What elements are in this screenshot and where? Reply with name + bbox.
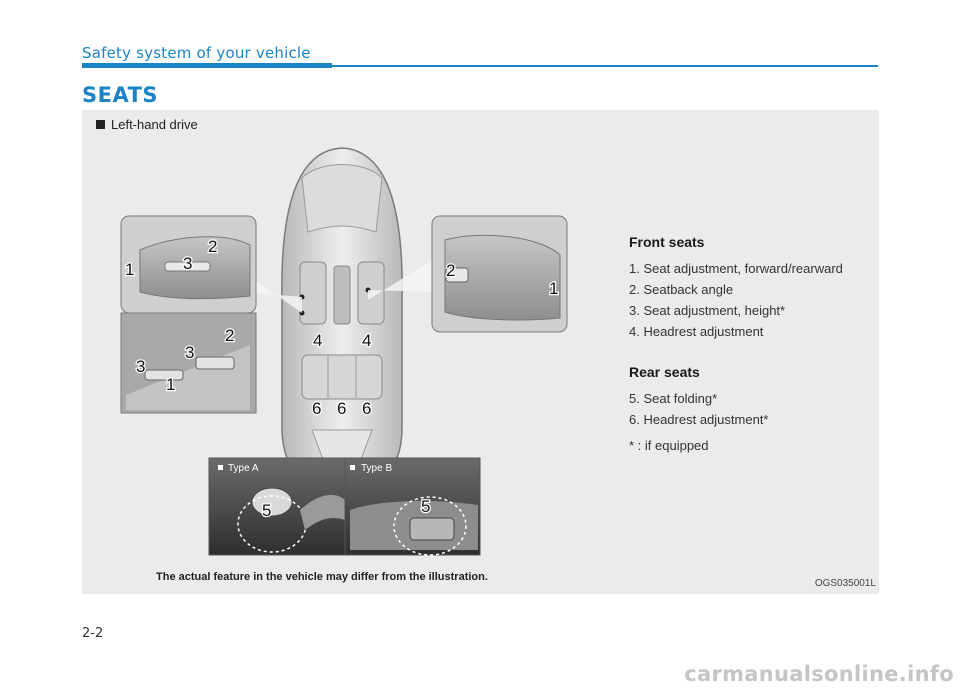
front-seats-item: 2. Seatback angle (629, 282, 734, 297)
seat-legend: Front seats 1. Seat adjustment, forward/… (629, 234, 869, 453)
drive-label-text: Left-hand drive (111, 117, 198, 132)
type-a-label: Type A (228, 463, 259, 474)
callout-5: 5 (421, 497, 430, 516)
front-seats-item: 4. Headrest adjustment (629, 324, 764, 339)
figure-code: OGS035001L (814, 578, 876, 589)
page-title: SEATS (82, 83, 159, 107)
front-right-seat-inset (431, 215, 568, 333)
car-top-view (281, 147, 403, 491)
square-bullet-icon (96, 120, 105, 129)
callout-6: 6 (362, 399, 371, 418)
callout-6: 6 (312, 399, 321, 418)
callout-2: 2 (446, 261, 455, 280)
watermark: carmanualsonline.info (684, 662, 954, 686)
header-rule-thick (82, 63, 332, 68)
type-b-label: Type B (361, 463, 392, 474)
callout-6: 6 (337, 399, 346, 418)
callout-1: 1 (125, 260, 134, 279)
callout-4: 4 (362, 331, 371, 350)
callout-3: 3 (183, 254, 192, 273)
figure-disclaimer: The actual feature in the vehicle may di… (156, 571, 488, 583)
rear-seats-heading: Rear seats (629, 364, 700, 380)
callout-5: 5 (262, 501, 271, 520)
callout-4: 4 (313, 331, 322, 350)
front-left-seat-inset (120, 215, 257, 314)
rear-seats-item: 6. Headrest adjustment* (629, 412, 769, 427)
callout-3: 3 (136, 357, 145, 376)
callout-3: 3 (185, 343, 194, 362)
rear-seat-type-a-inset (208, 457, 346, 556)
front-seats-item: 3. Seat adjustment, height* (629, 303, 786, 318)
front-seats-heading: Front seats (629, 234, 705, 250)
front-seats-item: 1. Seat adjustment, forward/rearward (629, 261, 843, 276)
callout-1: 1 (549, 279, 558, 298)
section-title: Safety system of your vehicle (82, 44, 311, 62)
callout-1: 1 (166, 375, 175, 394)
rear-seat-type-b-inset (344, 457, 481, 556)
rear-seats-item: 5. Seat folding* (629, 391, 718, 406)
footnote: * : if equipped (629, 438, 709, 453)
callout-2: 2 (225, 326, 234, 345)
page-number: 2-2 (82, 626, 104, 641)
callout-2: 2 (208, 237, 217, 256)
front-left-door-inset (120, 312, 257, 414)
header-rule-thin (332, 65, 878, 67)
drive-label: Left-hand drive (96, 117, 198, 132)
